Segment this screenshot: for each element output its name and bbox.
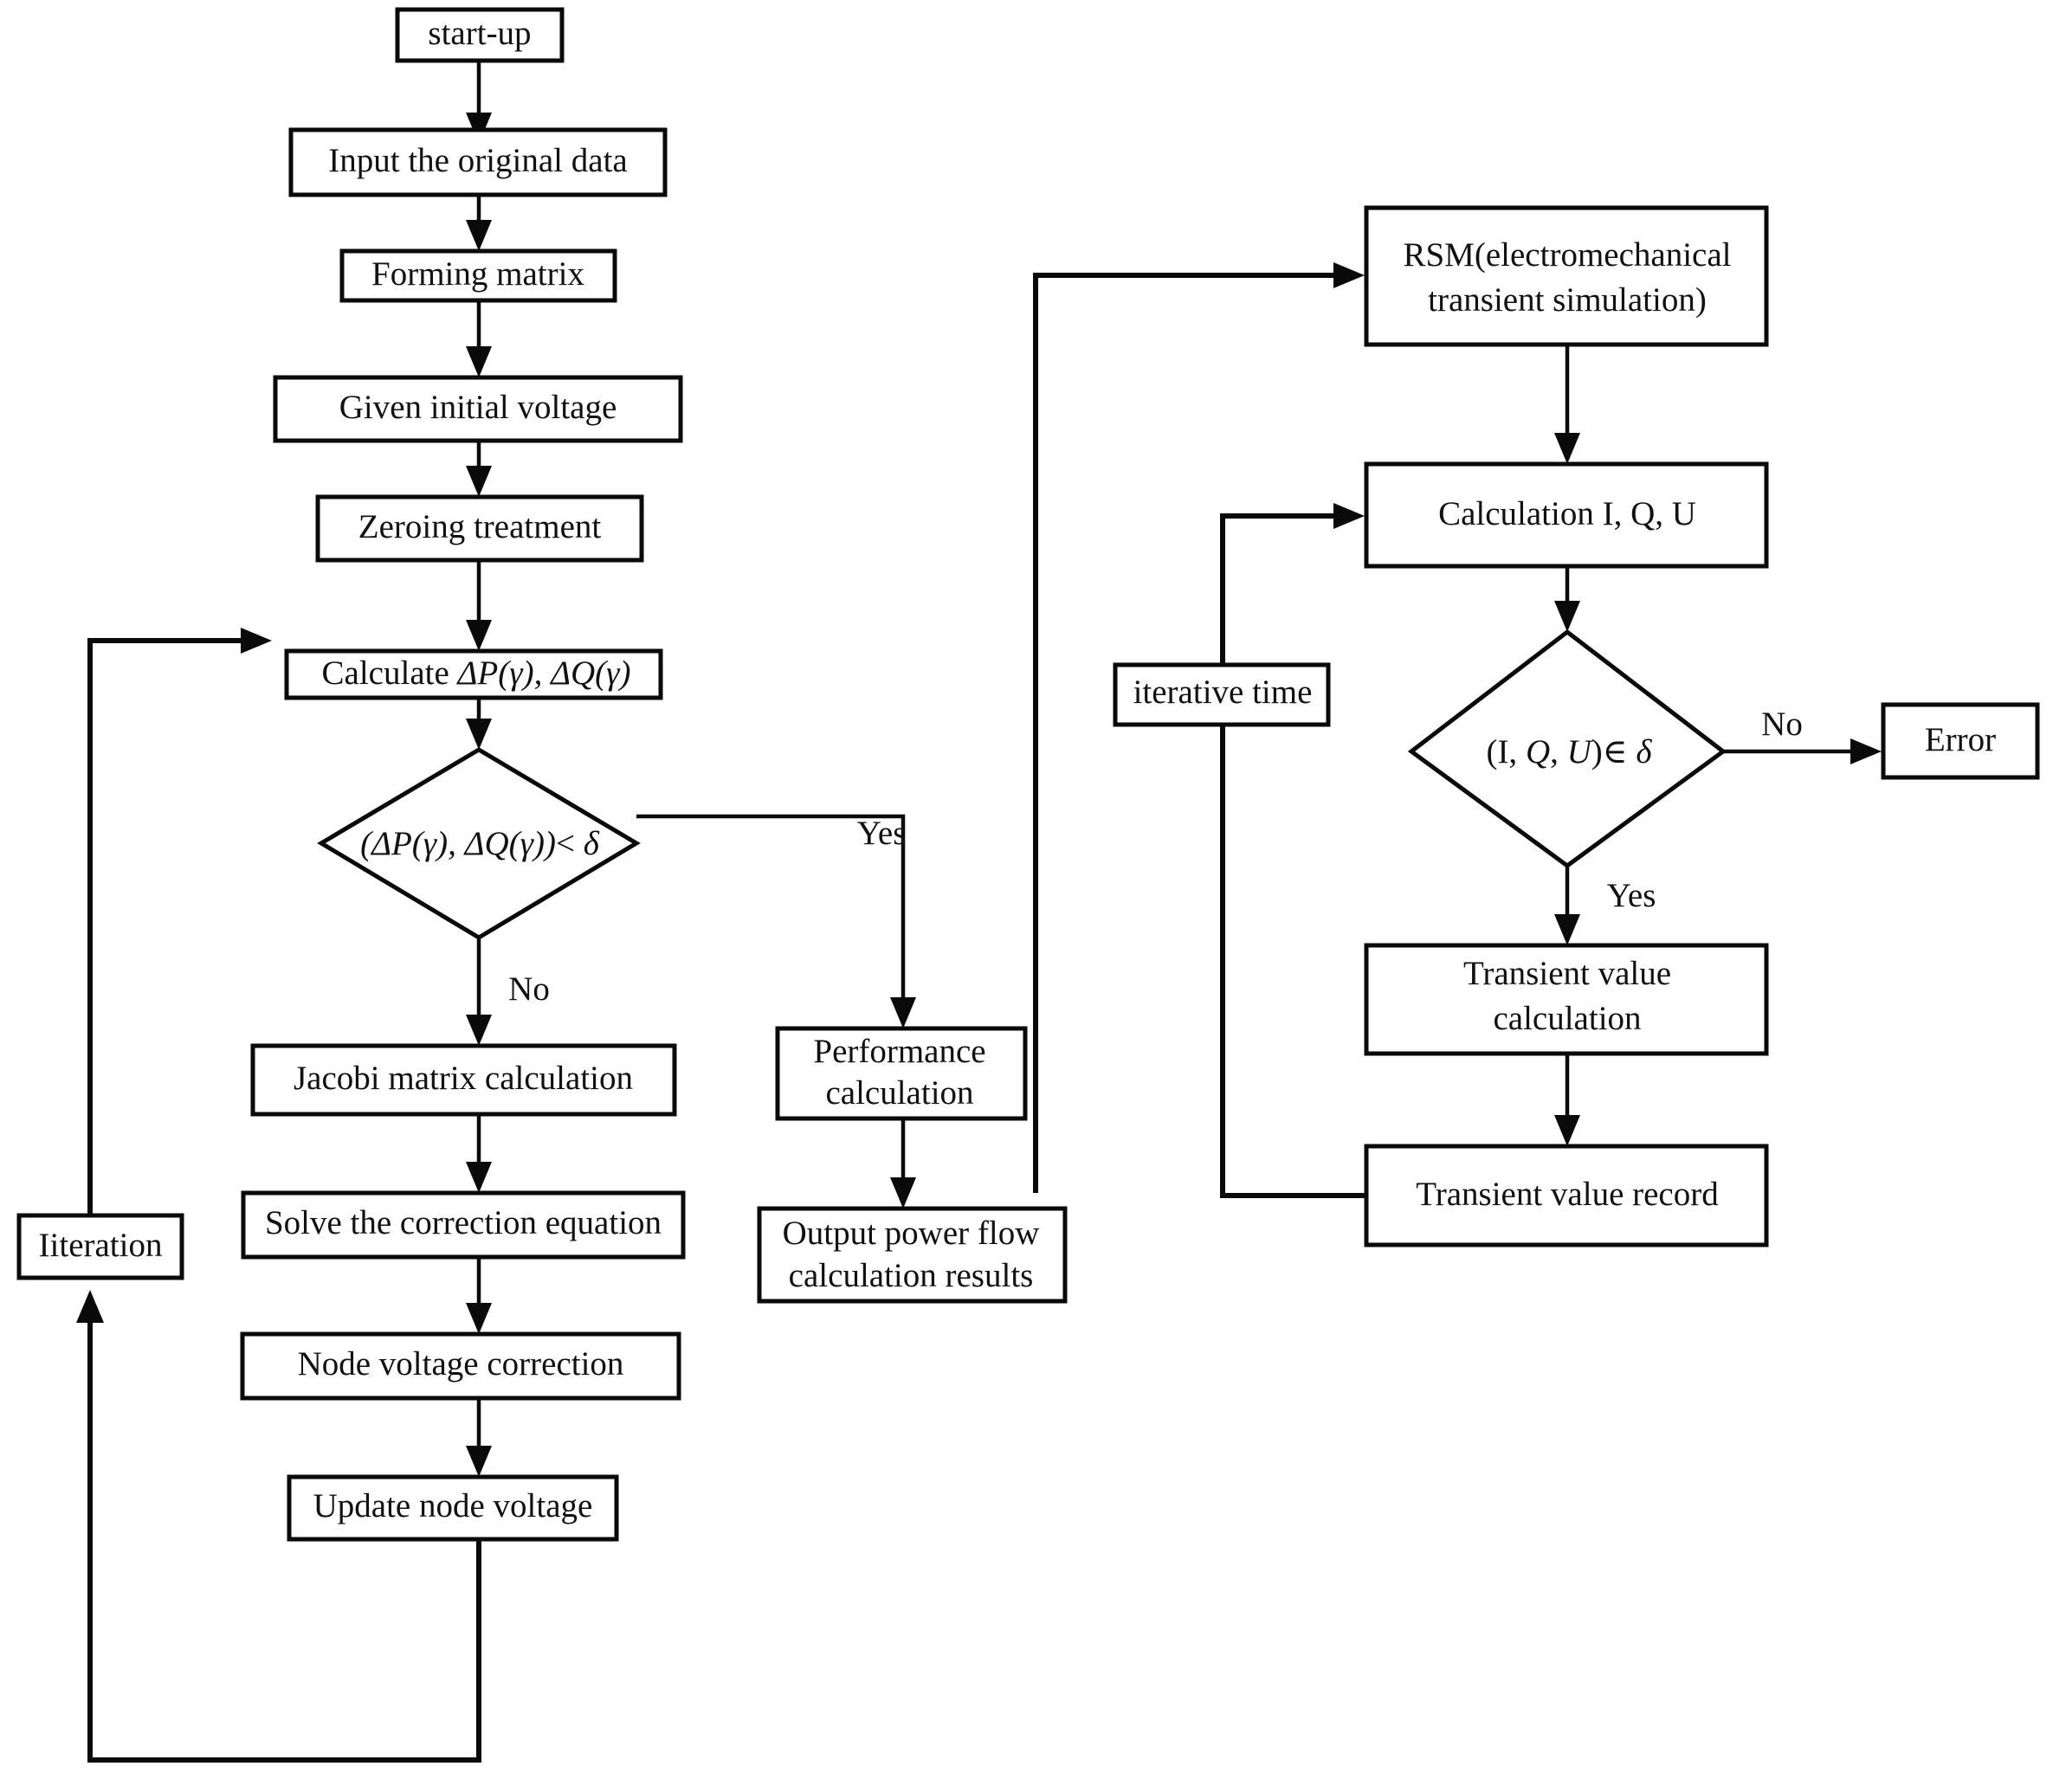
edge-rsm-to-calciqu [1554, 345, 1580, 464]
node-rsm-line2: transient simulation) [1428, 281, 1707, 319]
node-decision-dp-dq[interactable]: (ΔP(γ), ΔQ(γ))< δ [317, 747, 641, 940]
node-output-power-flow-line1: Output power flow [783, 1215, 1040, 1252]
node-output-power-flow-line2: calculation results [789, 1257, 1034, 1294]
node-solve-correction-equation-label: Solve the correction equation [265, 1204, 662, 1241]
edge-label-no-right: No [1761, 706, 1803, 743]
edge-solve-to-nodevolt [466, 1257, 492, 1334]
node-iteration[interactable]: Iiteration [16, 1213, 184, 1280]
node-error-label: Error [1925, 721, 1996, 758]
node-transient-value-calculation[interactable]: Transient value calculation [1364, 943, 1769, 1056]
edge-label-no-left: No [508, 970, 550, 1008]
edge-given-to-zeroing [466, 441, 492, 497]
node-update-node-voltage[interactable]: Update node voltage [287, 1474, 619, 1542]
node-input-original-data-label: Input the original data [328, 142, 627, 179]
node-calculation-iqu[interactable]: Calculation I, Q, U [1364, 461, 1769, 569]
edge-iteration-to-calculate [87, 628, 272, 1215]
node-iterative-time-label: iterative time [1133, 674, 1313, 711]
node-zeroing-treatment[interactable]: Zeroing treatment [315, 494, 644, 563]
edge-transcalc-to-transrecord [1554, 1054, 1580, 1146]
edge-transrecord-to-calciqu [1220, 503, 1373, 1198]
node-given-initial-voltage-label: Given initial voltage [339, 389, 617, 426]
node-given-initial-voltage[interactable]: Given initial voltage [273, 375, 683, 443]
node-calculate-dp-dq-label: Calculate ΔP(γ), ΔQ(γ) [322, 654, 631, 692]
edge-input-to-forming [466, 195, 492, 251]
edge-decision-no-to-jacobi [466, 938, 492, 1046]
edge-decisioniqu-yes-to-transcalc [1554, 866, 1580, 945]
node-decision-iqu[interactable]: (I, Q, U)∈ δ [1407, 628, 1727, 869]
edge-nodevolt-to-update [466, 1398, 492, 1477]
node-iteration-label: Iiteration [39, 1227, 163, 1264]
node-start-up-label: start-up [428, 15, 531, 52]
edge-calculate-to-decision [466, 698, 492, 750]
node-error[interactable]: Error [1881, 702, 2040, 780]
node-output-power-flow[interactable]: Output power flow calculation results [757, 1206, 1068, 1304]
edge-label-yes-right: Yes [1607, 877, 1656, 914]
edge-label-yes-left: Yes [857, 815, 907, 852]
edge-output-to-rsm [1033, 262, 1365, 1193]
node-input-original-data[interactable]: Input the original data [288, 127, 668, 197]
node-start-up[interactable]: start-up [395, 7, 565, 63]
node-node-voltage-correction-label: Node voltage correction [298, 1345, 624, 1383]
node-decision-iqu-label: (I, Q, U)∈ δ [1486, 733, 1652, 770]
edge-performance-to-output [890, 1118, 916, 1209]
edge-forming-to-given [466, 300, 492, 377]
node-rsm-line1: RSM(electromechanical [1403, 236, 1731, 274]
edge-calciqu-to-decision [1554, 566, 1580, 632]
node-node-voltage-correction[interactable]: Node voltage correction [240, 1331, 681, 1401]
edge-zeroing-to-calculate [466, 560, 492, 651]
edge-update-to-iteration [76, 1290, 481, 1763]
node-forming-matrix-label: Forming matrix [371, 255, 584, 293]
edge-decisioniqu-no-to-error [1723, 738, 1882, 764]
node-solve-correction-equation[interactable]: Solve the correction equation [241, 1190, 686, 1260]
node-calculation-iqu-label: Calculation I, Q, U [1438, 495, 1696, 532]
node-calculate-dp-dq[interactable]: Calculate ΔP(γ), ΔQ(γ) [284, 648, 663, 700]
node-transient-value-record[interactable]: Transient value record [1364, 1144, 1769, 1247]
node-transient-value-calculation-line2: calculation [1493, 1000, 1641, 1037]
node-decision-dp-dq-label: (ΔP(γ), ΔQ(γ))< δ [360, 825, 600, 862]
node-transient-value-record-label: Transient value record [1416, 1176, 1719, 1213]
node-performance-calculation-line2: calculation [825, 1074, 973, 1112]
node-performance-calculation[interactable]: Performance calculation [775, 1026, 1028, 1121]
edge-jacobi-to-solve [466, 1114, 492, 1193]
edge-decision-yes-to-performance [636, 814, 916, 1028]
node-performance-calculation-line1: Performance [813, 1033, 985, 1070]
node-rsm[interactable]: RSM(electromechanical transient simulati… [1364, 205, 1769, 347]
node-forming-matrix[interactable]: Forming matrix [339, 248, 617, 303]
node-transient-value-calculation-line1: Transient value [1463, 955, 1671, 992]
node-update-node-voltage-label: Update node voltage [313, 1487, 593, 1524]
node-zeroing-treatment-label: Zeroing treatment [358, 508, 602, 545]
node-jacobi-matrix-calculation-label: Jacobi matrix calculation [294, 1060, 633, 1097]
node-jacobi-matrix-calculation[interactable]: Jacobi matrix calculation [250, 1043, 677, 1117]
node-iterative-time[interactable]: iterative time [1113, 662, 1331, 727]
